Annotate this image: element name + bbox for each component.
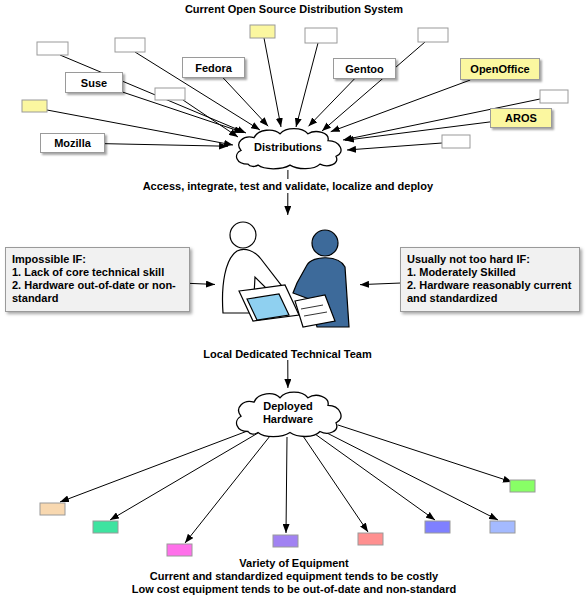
diagram-title: Current Open Source Distribution System [0, 3, 588, 15]
node-text: 2. Hardware out-of-date or non-standard [12, 279, 183, 305]
blank-box [250, 25, 275, 38]
node-text: 2. Hardware reasonably current and stand… [407, 279, 573, 305]
equipment-box [167, 544, 192, 556]
paper-line [301, 305, 323, 309]
person-body [293, 258, 349, 327]
source-line [343, 99, 540, 140]
blank-box [155, 88, 185, 100]
source-line [183, 100, 238, 137]
hardware-cloud: Deployed Hardware [228, 388, 348, 438]
condition-panel: Impossible IF:1. Lack of core technical … [5, 247, 190, 312]
arrow-connector [105, 144, 228, 147]
equipment-box [40, 503, 65, 515]
node-text: Fedora [195, 62, 232, 74]
note-text: Low cost equipment tends to be out-of-da… [0, 583, 588, 596]
source-box: Fedora [182, 57, 245, 78]
blank-box [418, 28, 448, 42]
equipment-box [358, 533, 383, 545]
condition-panel: Usually not too hard IF:1. Moderately Sk… [400, 247, 580, 312]
hardware-line [110, 433, 258, 520]
hardware-line [286, 437, 287, 533]
source-line [135, 52, 260, 130]
cloud-outline [237, 129, 342, 169]
node-text: Mozilla [54, 137, 91, 149]
node-text: Distributions [254, 141, 322, 154]
equipment-box [93, 521, 118, 533]
node-text: Gentoo [345, 63, 384, 75]
hardware-line [60, 430, 250, 502]
node-text: 1. Lack of core technical skill [12, 266, 183, 279]
blank-box [540, 90, 568, 103]
source-line [60, 55, 246, 133]
arrow-connector [287, 360, 288, 388]
equipment-box [273, 535, 298, 547]
tablet [247, 294, 289, 320]
note-text: Current and standardized equipment tends… [0, 570, 588, 583]
paper-line [304, 312, 327, 316]
edge-label: Access, integrate, test and validate, lo… [140, 179, 436, 193]
team-node: Local Dedicated Technical Team [215, 215, 360, 360]
blank-box [115, 38, 145, 52]
arrow-connector [223, 78, 268, 126]
source-box: Gentoo [333, 58, 396, 79]
equipment-boxes [40, 480, 535, 556]
hardware-lines [60, 425, 512, 543]
node-text: AROS [505, 112, 537, 124]
hardware-line [315, 434, 435, 520]
arrow-connector [190, 283, 215, 284]
person-head [312, 230, 338, 256]
node-text: Local Dedicated Technical Team [201, 348, 373, 360]
source-box: AROS [490, 108, 552, 128]
node-text: Impossible IF: [12, 253, 183, 266]
paper-sheet [239, 285, 299, 321]
arrow-connector [308, 79, 354, 126]
hardware-line [325, 432, 498, 520]
paper-sheet [295, 295, 335, 327]
equipment-box [490, 521, 515, 533]
arrow-connector [360, 283, 400, 285]
hardware-line [303, 436, 368, 532]
note-block: Variety of EquipmentCurrent and standard… [0, 557, 588, 596]
note-text: Variety of Equipment [0, 557, 588, 570]
source-line [296, 43, 318, 127]
blank-box [442, 135, 470, 148]
source-box: Mozilla [40, 133, 105, 153]
equipment-box [425, 521, 450, 533]
source-line [264, 38, 281, 127]
node-text: Suse [81, 77, 107, 89]
blank-box [37, 42, 68, 55]
source-line [347, 143, 442, 150]
hardware-line [338, 425, 512, 482]
node-text: Usually not too hard IF: [407, 253, 573, 266]
blank-box [305, 28, 337, 43]
hardware-line [185, 436, 270, 543]
source-box: Suse [65, 72, 123, 93]
arrow-connector [331, 80, 471, 132]
arrow-connector [123, 92, 243, 132]
distributions-cloud: Distributions [228, 125, 348, 170]
node-text: Deployed Hardware [253, 400, 323, 426]
node-text: 1. Moderately Skilled [407, 266, 573, 279]
team-illustration [223, 222, 349, 327]
blank-box [22, 100, 47, 112]
cloud-outline [237, 392, 342, 437]
source-box: OpenOffice [460, 58, 540, 80]
equipment-box [510, 480, 535, 492]
node-text: OpenOffice [470, 63, 529, 75]
person-head [230, 222, 256, 248]
source-line [322, 42, 425, 131]
arrow-connector [345, 122, 490, 140]
